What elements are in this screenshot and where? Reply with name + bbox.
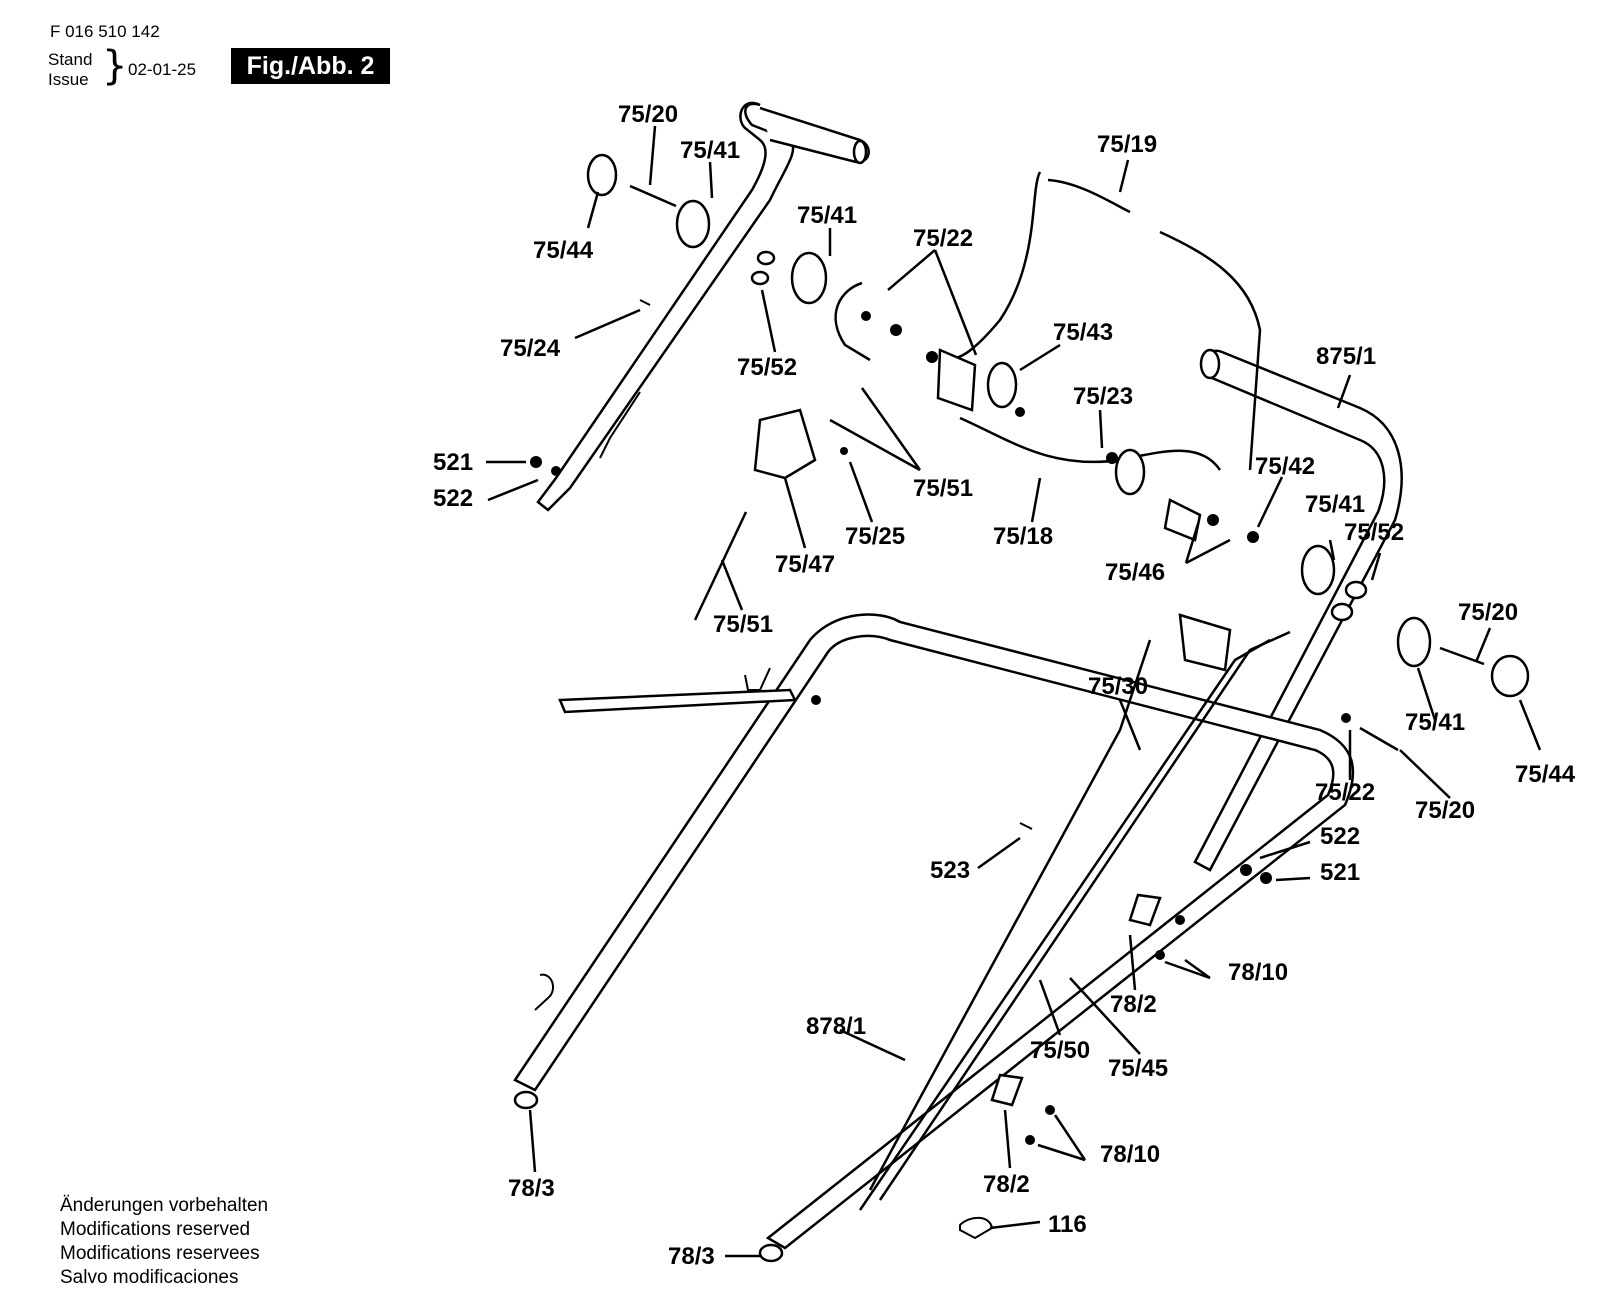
part-label-75-25: 75/25 [845, 523, 905, 550]
part-label-75-45: 75/45 [1108, 1055, 1168, 1082]
part-label-523: 523 [930, 857, 970, 884]
leader-lines [486, 125, 1542, 1258]
part-label-75-43: 75/43 [1053, 319, 1113, 346]
part-label-75-41: 75/41 [680, 137, 740, 164]
part-label-78-3: 78/3 [668, 1243, 715, 1270]
part-label-75-20: 75/20 [618, 101, 678, 128]
footer-note-fr: Modifications reservees [60, 1243, 260, 1264]
part-label-522: 522 [433, 485, 473, 512]
part-label-75-42: 75/42 [1255, 453, 1315, 480]
part-label-75-50: 75/50 [1030, 1037, 1090, 1064]
part-label-75-52: 75/52 [737, 354, 797, 381]
part-label-78-2: 78/2 [1110, 991, 1157, 1018]
part-label-75-52: 75/52 [1344, 519, 1404, 546]
part-label-75-20: 75/20 [1458, 599, 1518, 626]
upper-right-handle-tube [1193, 348, 1403, 872]
part-label-522: 522 [1320, 823, 1360, 850]
part-label-78-3: 78/3 [508, 1175, 555, 1202]
part-label-875-1: 875/1 [1316, 343, 1376, 370]
upper-left-handle-tube [536, 101, 870, 512]
part-label-75-46: 75/46 [1105, 559, 1165, 586]
part-label-521: 521 [433, 449, 473, 476]
brace-glyph: } [102, 43, 128, 89]
part-label-75-22: 75/22 [913, 225, 973, 252]
part-label-75-30: 75/30 [1088, 673, 1148, 700]
part-label-75-44: 75/44 [1515, 761, 1576, 788]
control-bar [834, 171, 1262, 471]
stand-label: Stand [48, 50, 93, 69]
part-label-75-47: 75/47 [775, 551, 835, 578]
part-label-75-22: 75/22 [1315, 779, 1375, 806]
part-label-75-23: 75/23 [1073, 383, 1133, 410]
part-label-521: 521 [1320, 859, 1360, 886]
lower-u-frame [513, 613, 1355, 1263]
part-label-75-19: 75/19 [1097, 131, 1157, 158]
part-label-78-2: 78/2 [983, 1171, 1030, 1198]
clamp-assemblies [586, 153, 1530, 1240]
part-label-75-41: 75/41 [1305, 491, 1365, 518]
part-label-75-44: 75/44 [533, 237, 594, 264]
part-label-78-10: 78/10 [1100, 1141, 1160, 1168]
hardware-dots [530, 311, 1351, 1145]
part-label-78-10: 78/10 [1228, 959, 1288, 986]
part-label-878-1: 878/1 [806, 1013, 866, 1040]
figure-label: Fig./Abb. 2 [231, 48, 390, 84]
footer-note-es: Salvo modificaciones [60, 1267, 239, 1288]
issue-label: Issue [48, 70, 89, 89]
footer-note-de: Änderungen vorbehalten [60, 1195, 269, 1216]
footer-note-en: Modifications reserved [60, 1219, 251, 1240]
part-label-75-51: 75/51 [913, 475, 973, 502]
issue-date: 02-01-25 [128, 60, 197, 79]
part-label-75-41: 75/41 [1405, 709, 1465, 736]
part-label-75-18: 75/18 [993, 523, 1053, 550]
document-number: F 016 510 142 [50, 22, 160, 41]
part-label-75-24: 75/24 [500, 335, 561, 362]
part-label-75-20: 75/20 [1415, 797, 1475, 824]
part-label-75-51: 75/51 [713, 611, 773, 638]
part-label-75-41: 75/41 [797, 202, 857, 229]
part-label-116: 116 [1048, 1211, 1087, 1238]
